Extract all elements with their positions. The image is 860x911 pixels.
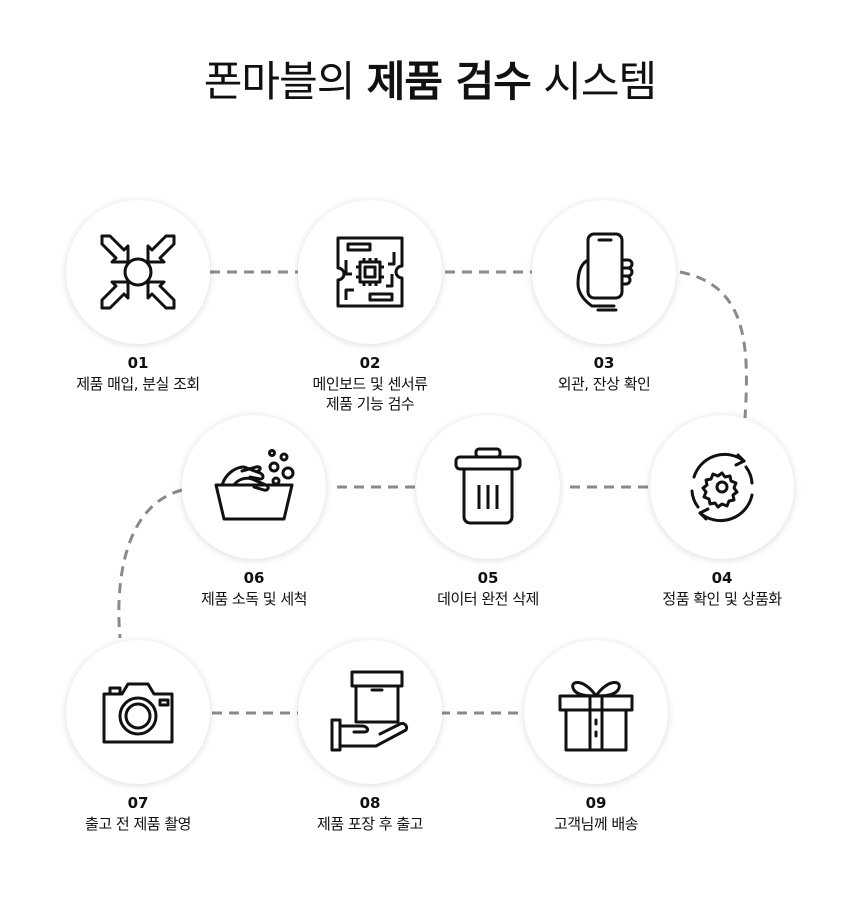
- step-number: 06: [243, 569, 265, 587]
- motherboard-icon: [336, 236, 404, 308]
- step-number: 08: [359, 794, 381, 812]
- step-number: 01: [127, 354, 149, 372]
- step-number: 07: [127, 794, 149, 812]
- camera-icon: [102, 682, 174, 744]
- step-number: 09: [585, 794, 607, 812]
- step-number: 02: [359, 354, 381, 372]
- step-label: 데이터 완전 삭제: [437, 590, 539, 608]
- step-label: 제품 소독 및 세척: [201, 590, 307, 608]
- step-label: 고객님께 배송: [553, 815, 639, 833]
- title-part-1: 폰마블의: [203, 57, 356, 106]
- step-circle: [182, 415, 326, 559]
- title-part-3: 시스템: [543, 57, 657, 106]
- step-circle: [298, 640, 442, 784]
- step-circle: [650, 415, 794, 559]
- step-label: 외관, 잔상 확인: [557, 375, 651, 393]
- title-part-2: 제품 검수: [366, 57, 532, 106]
- connector-03-04: [679, 270, 748, 419]
- hand-phone-icon: [576, 232, 634, 312]
- step-label: 제품 매입, 분실 조회: [76, 375, 200, 393]
- step-circle: [416, 415, 560, 559]
- step-label: 정품 확인 및 상품화: [662, 590, 782, 608]
- step-circle: [298, 200, 442, 344]
- step-number: 03: [593, 354, 615, 372]
- step-label: 제품 포장 후 출고: [317, 815, 423, 833]
- step-label: 출고 전 제품 촬영: [85, 815, 191, 833]
- gear-cycle-icon: [690, 452, 754, 523]
- step-circle: [532, 200, 676, 344]
- connector-06-07: [117, 488, 183, 639]
- compress-arrows-icon: [100, 234, 176, 310]
- step-circle: [66, 640, 210, 784]
- gift-icon: [558, 681, 634, 752]
- step-number: 05: [477, 569, 499, 587]
- step-circle: [66, 200, 210, 344]
- step-label: 메인보드 및 센서류 제품 기능 검수: [312, 375, 428, 413]
- step-circle: [524, 640, 668, 784]
- step-number: 04: [711, 569, 733, 587]
- trash-icon: [454, 447, 522, 525]
- page-title: 폰마블의 제품 검수 시스템: [0, 48, 860, 109]
- box-hand-icon: [330, 670, 408, 752]
- washing-hands-icon: [214, 449, 295, 521]
